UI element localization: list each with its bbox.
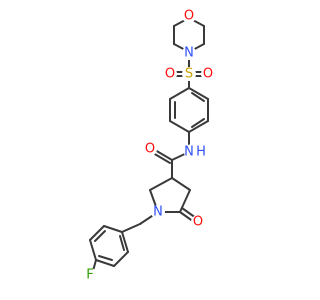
bond (94, 230, 106, 242)
atom-labels: O N S O O N H O N O F (83, 9, 215, 283)
bond (152, 152, 171, 164)
amide-hydrogen: H (196, 145, 206, 160)
bond (171, 177, 191, 191)
bond (121, 231, 129, 253)
bond (103, 225, 123, 233)
sulfur-atom: S (185, 67, 193, 82)
fluorine-atom: F (86, 268, 93, 283)
molecule-structure: O N S O O N H O N O F (83, 8, 215, 283)
lactam-oxygen: O (193, 215, 203, 230)
bond (154, 149, 173, 161)
pyrrolidinone-nitrogen: N (153, 205, 163, 220)
bond (98, 255, 113, 261)
morpholine-oxygen: O (184, 9, 194, 24)
bond (169, 120, 190, 133)
bond (89, 239, 97, 261)
bond (181, 207, 197, 219)
bond (191, 118, 205, 128)
bond (188, 120, 209, 133)
bond (191, 92, 205, 102)
upper-benzene-ring (169, 87, 209, 133)
sulfonyl-oxygen-left: O (165, 67, 175, 82)
amide-nitrogen: N (184, 145, 194, 160)
bond (89, 225, 105, 241)
bond (188, 87, 209, 100)
lower-benzene-ring (89, 225, 129, 272)
bond (119, 235, 125, 251)
amide-oxygen: O (145, 142, 155, 157)
sulfonyl-oxygen-right: O (203, 67, 213, 82)
morpholine-nitrogen: N (184, 46, 194, 61)
bond (169, 87, 190, 100)
bond (95, 259, 115, 267)
bond (121, 223, 141, 233)
bond (149, 177, 173, 191)
bond (113, 251, 129, 267)
